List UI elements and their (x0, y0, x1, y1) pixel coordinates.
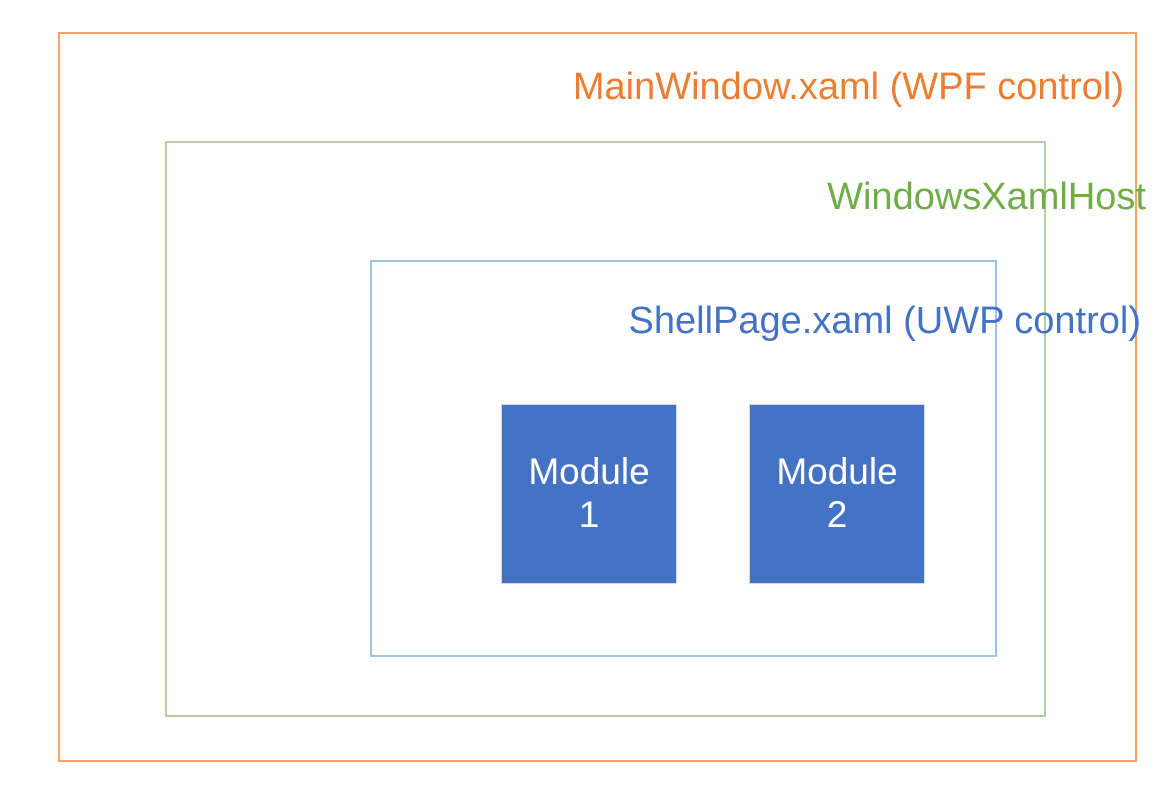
module-1-label-line1: Module (528, 451, 650, 493)
container-windowsxamlhost (165, 141, 1046, 717)
label-windowsxamlhost: WindowsXamlHost (827, 176, 1146, 218)
module-block-1: Module 1 (501, 404, 677, 584)
label-mainwindow-wpf: MainWindow.xaml (WPF control) (572, 66, 1124, 108)
module-block-2: Module 2 (749, 404, 925, 584)
module-2-label-line2: 2 (826, 494, 848, 535)
label-shellpage-uwp: ShellPage.xaml (UWP control) (628, 300, 1141, 342)
container-shellpage-uwp (370, 260, 997, 657)
container-mainwindow-wpf (58, 32, 1137, 762)
module-1-label-line2: 1 (578, 494, 600, 535)
module-2-label-line1: Module (776, 451, 898, 493)
